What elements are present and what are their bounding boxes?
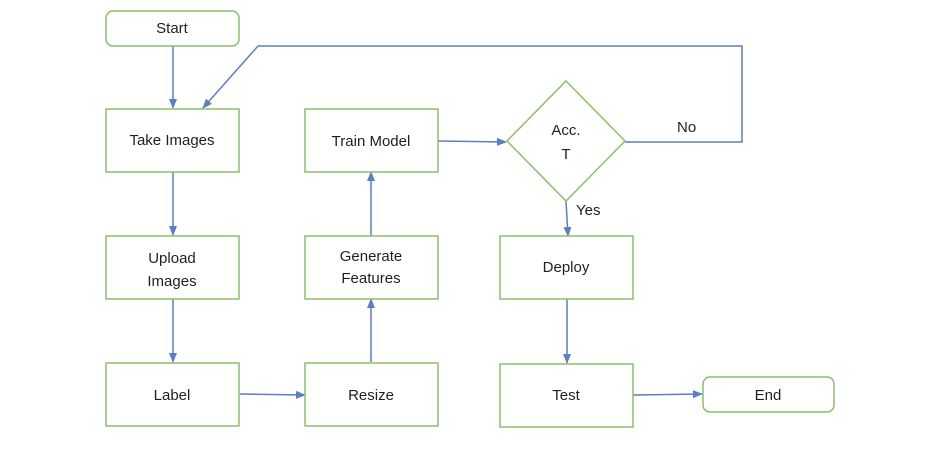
generate-features-node (304, 235, 439, 300)
accuracy-decision-node (505, 79, 627, 203)
start-label: Start (156, 20, 189, 37)
no-edge-label: No (677, 119, 696, 136)
edges (169, 45, 743, 399)
test-node (499, 363, 634, 428)
edge-decision-yes-to-deploy (563, 200, 572, 237)
generate-features-label-line1: Generate (340, 248, 403, 265)
deploy-node (499, 235, 634, 300)
train-model-node (304, 108, 439, 173)
test-label: Test (552, 387, 580, 404)
yes-edge-label: Yes (576, 202, 600, 219)
end-label: End (755, 387, 782, 404)
nodes (105, 10, 835, 428)
train-model-label: Train Model (332, 133, 411, 150)
edge-test-to-end (631, 390, 703, 399)
edge-decision-no-loop (202, 45, 743, 143)
edge-train-to-decision (437, 137, 507, 146)
edge-label-to-resize (239, 390, 306, 399)
decision-label-line1: Acc. (551, 122, 580, 139)
deploy-label: Deploy (543, 259, 590, 276)
generate-features-label-line2: Features (341, 270, 400, 287)
label-label: Label (154, 387, 191, 404)
resize-label: Resize (348, 387, 394, 404)
end-node (702, 376, 835, 413)
upload-images-node (105, 235, 240, 300)
decision-label-line2: T (561, 146, 570, 163)
take-images-node (105, 108, 240, 173)
resize-node (304, 362, 439, 427)
edge-labels: No Yes (576, 119, 696, 219)
upload-images-label-line1: Upload (148, 250, 196, 267)
node-labels: Start Take Images Upload Images Label Re… (129, 20, 781, 404)
label-node (105, 362, 240, 427)
upload-images-label-line2: Images (147, 273, 196, 290)
start-node (105, 10, 240, 47)
take-images-label: Take Images (129, 132, 214, 149)
